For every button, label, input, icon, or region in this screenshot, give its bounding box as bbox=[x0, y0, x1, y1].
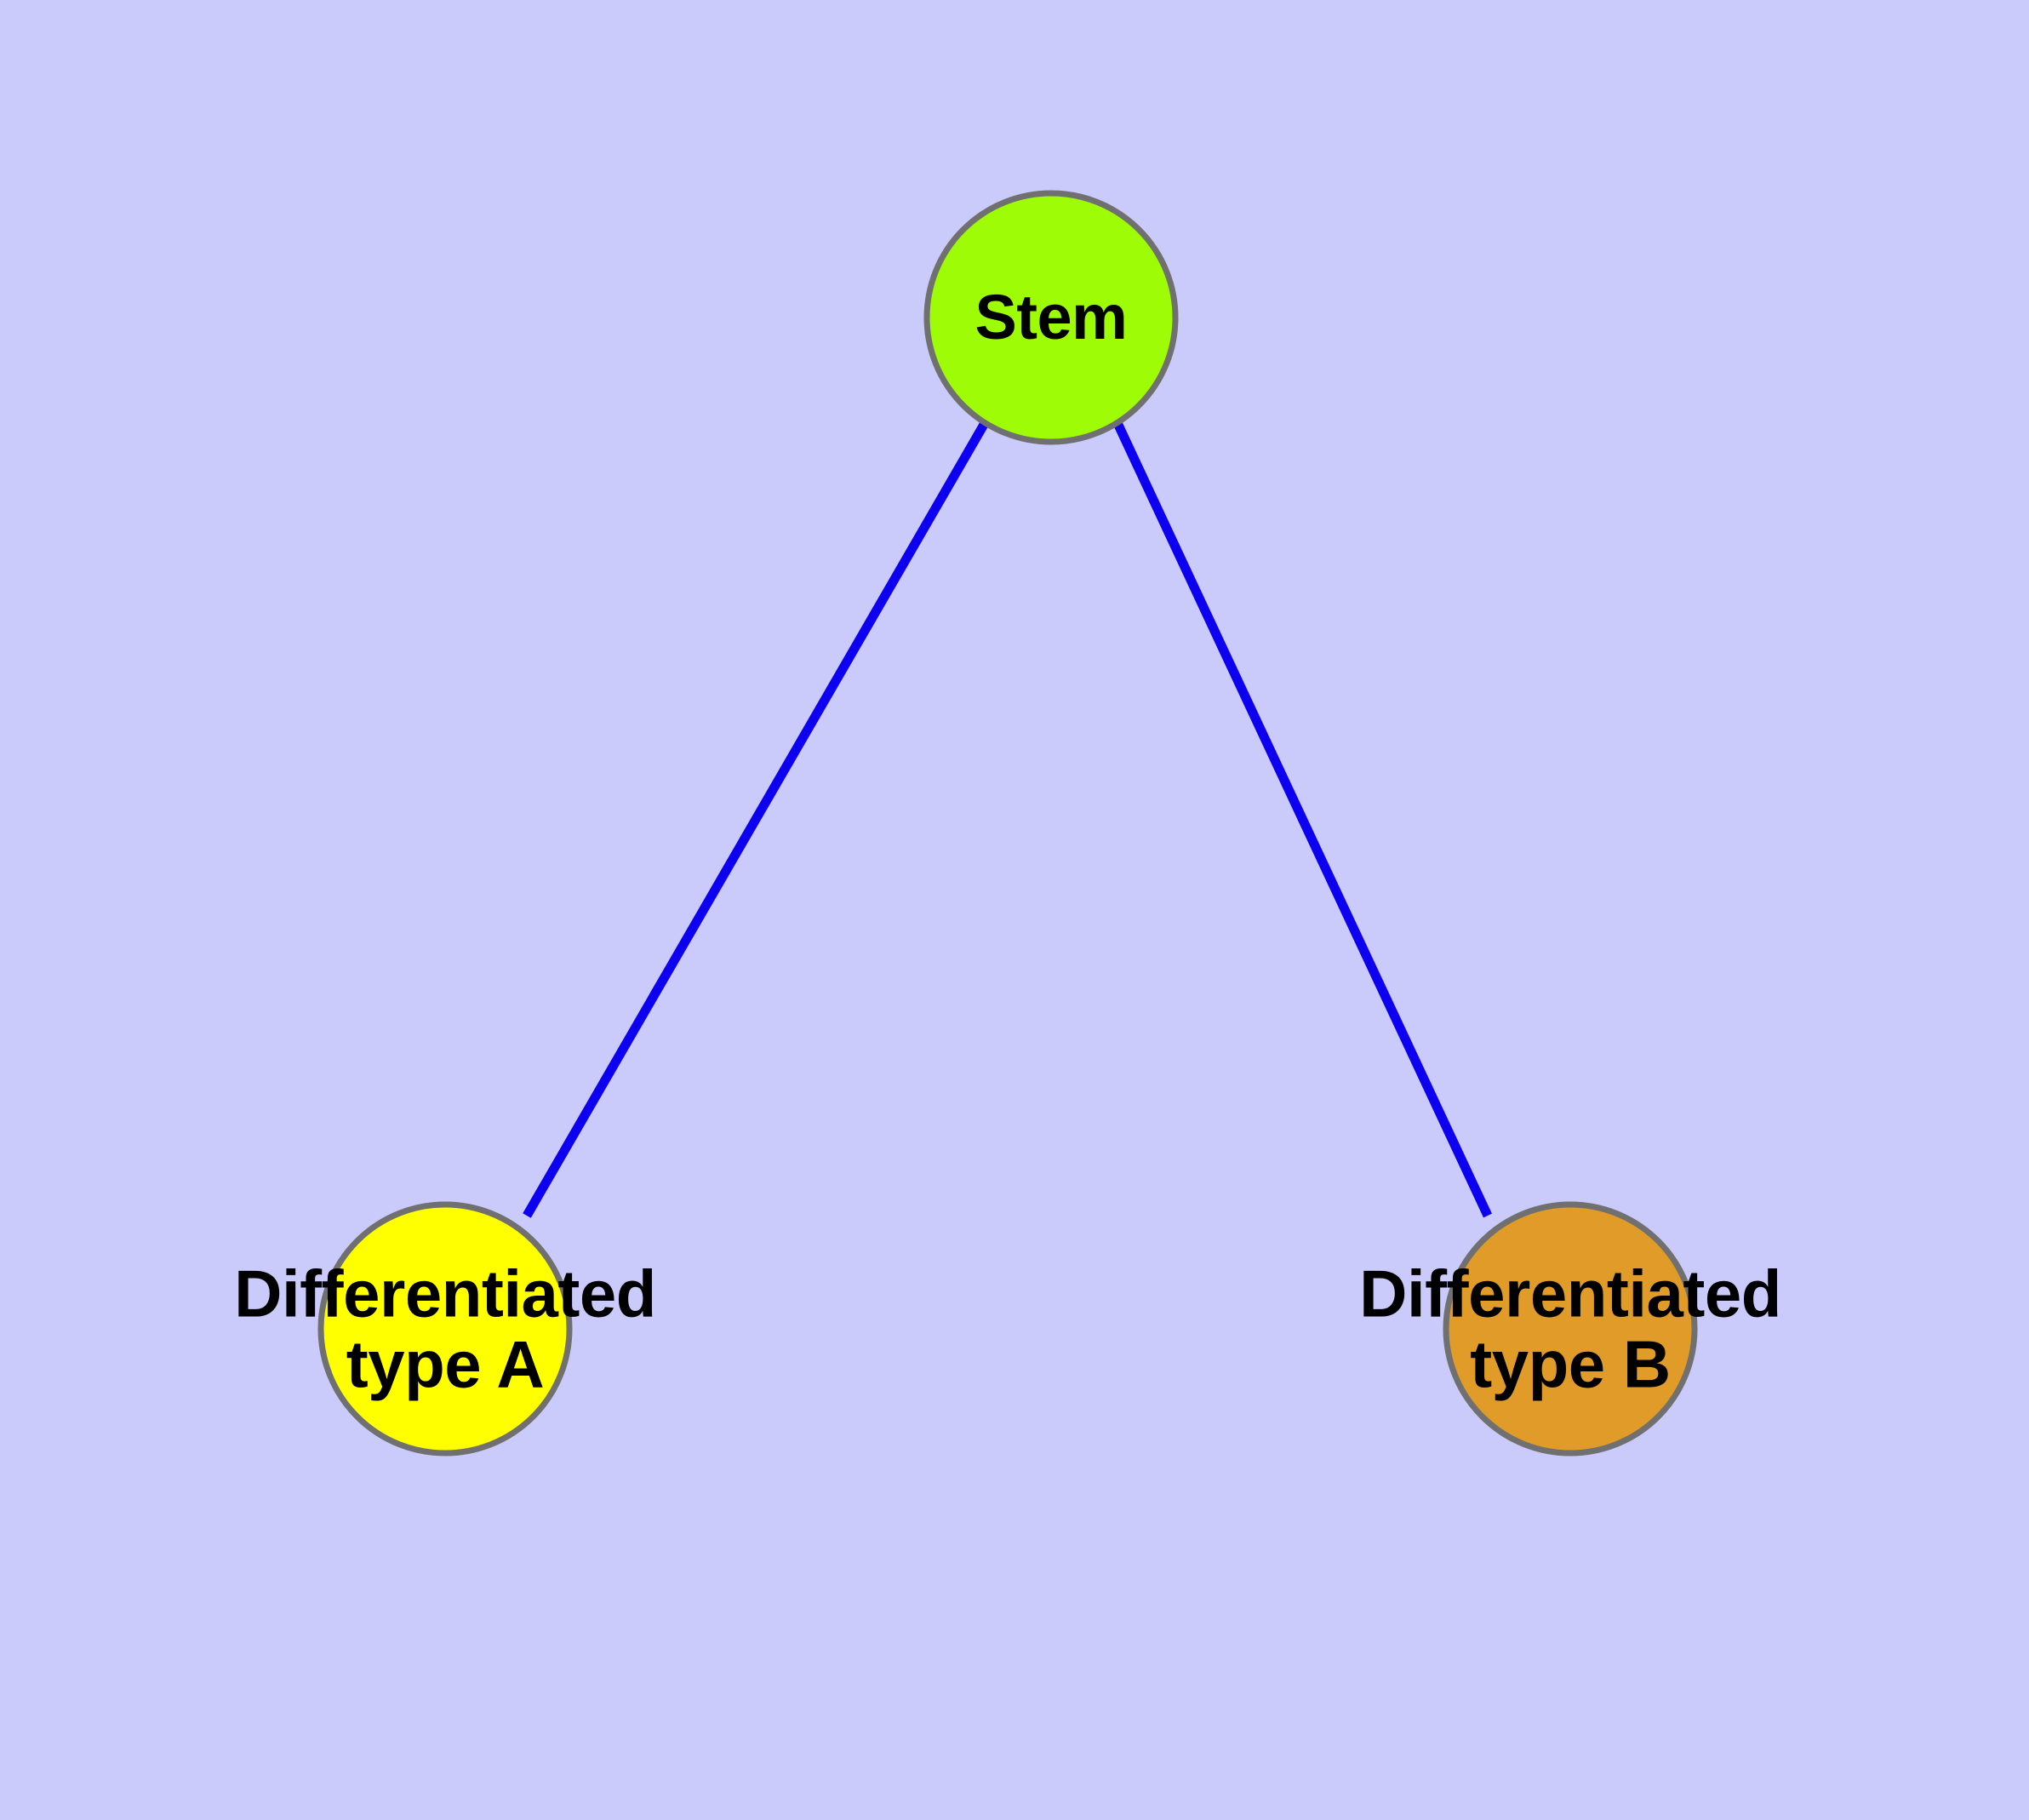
graph-edge-stem-to-b bbox=[1113, 421, 1492, 1218]
node-layer bbox=[317, 190, 1698, 1457]
graph-node-diff_a[interactable] bbox=[317, 1201, 573, 1457]
graph-node-stem[interactable] bbox=[923, 190, 1179, 445]
edge-layer bbox=[523, 421, 1492, 1218]
graph-node-diff_b[interactable] bbox=[1443, 1201, 1698, 1457]
graph-edge-stem-to-a bbox=[523, 421, 989, 1218]
